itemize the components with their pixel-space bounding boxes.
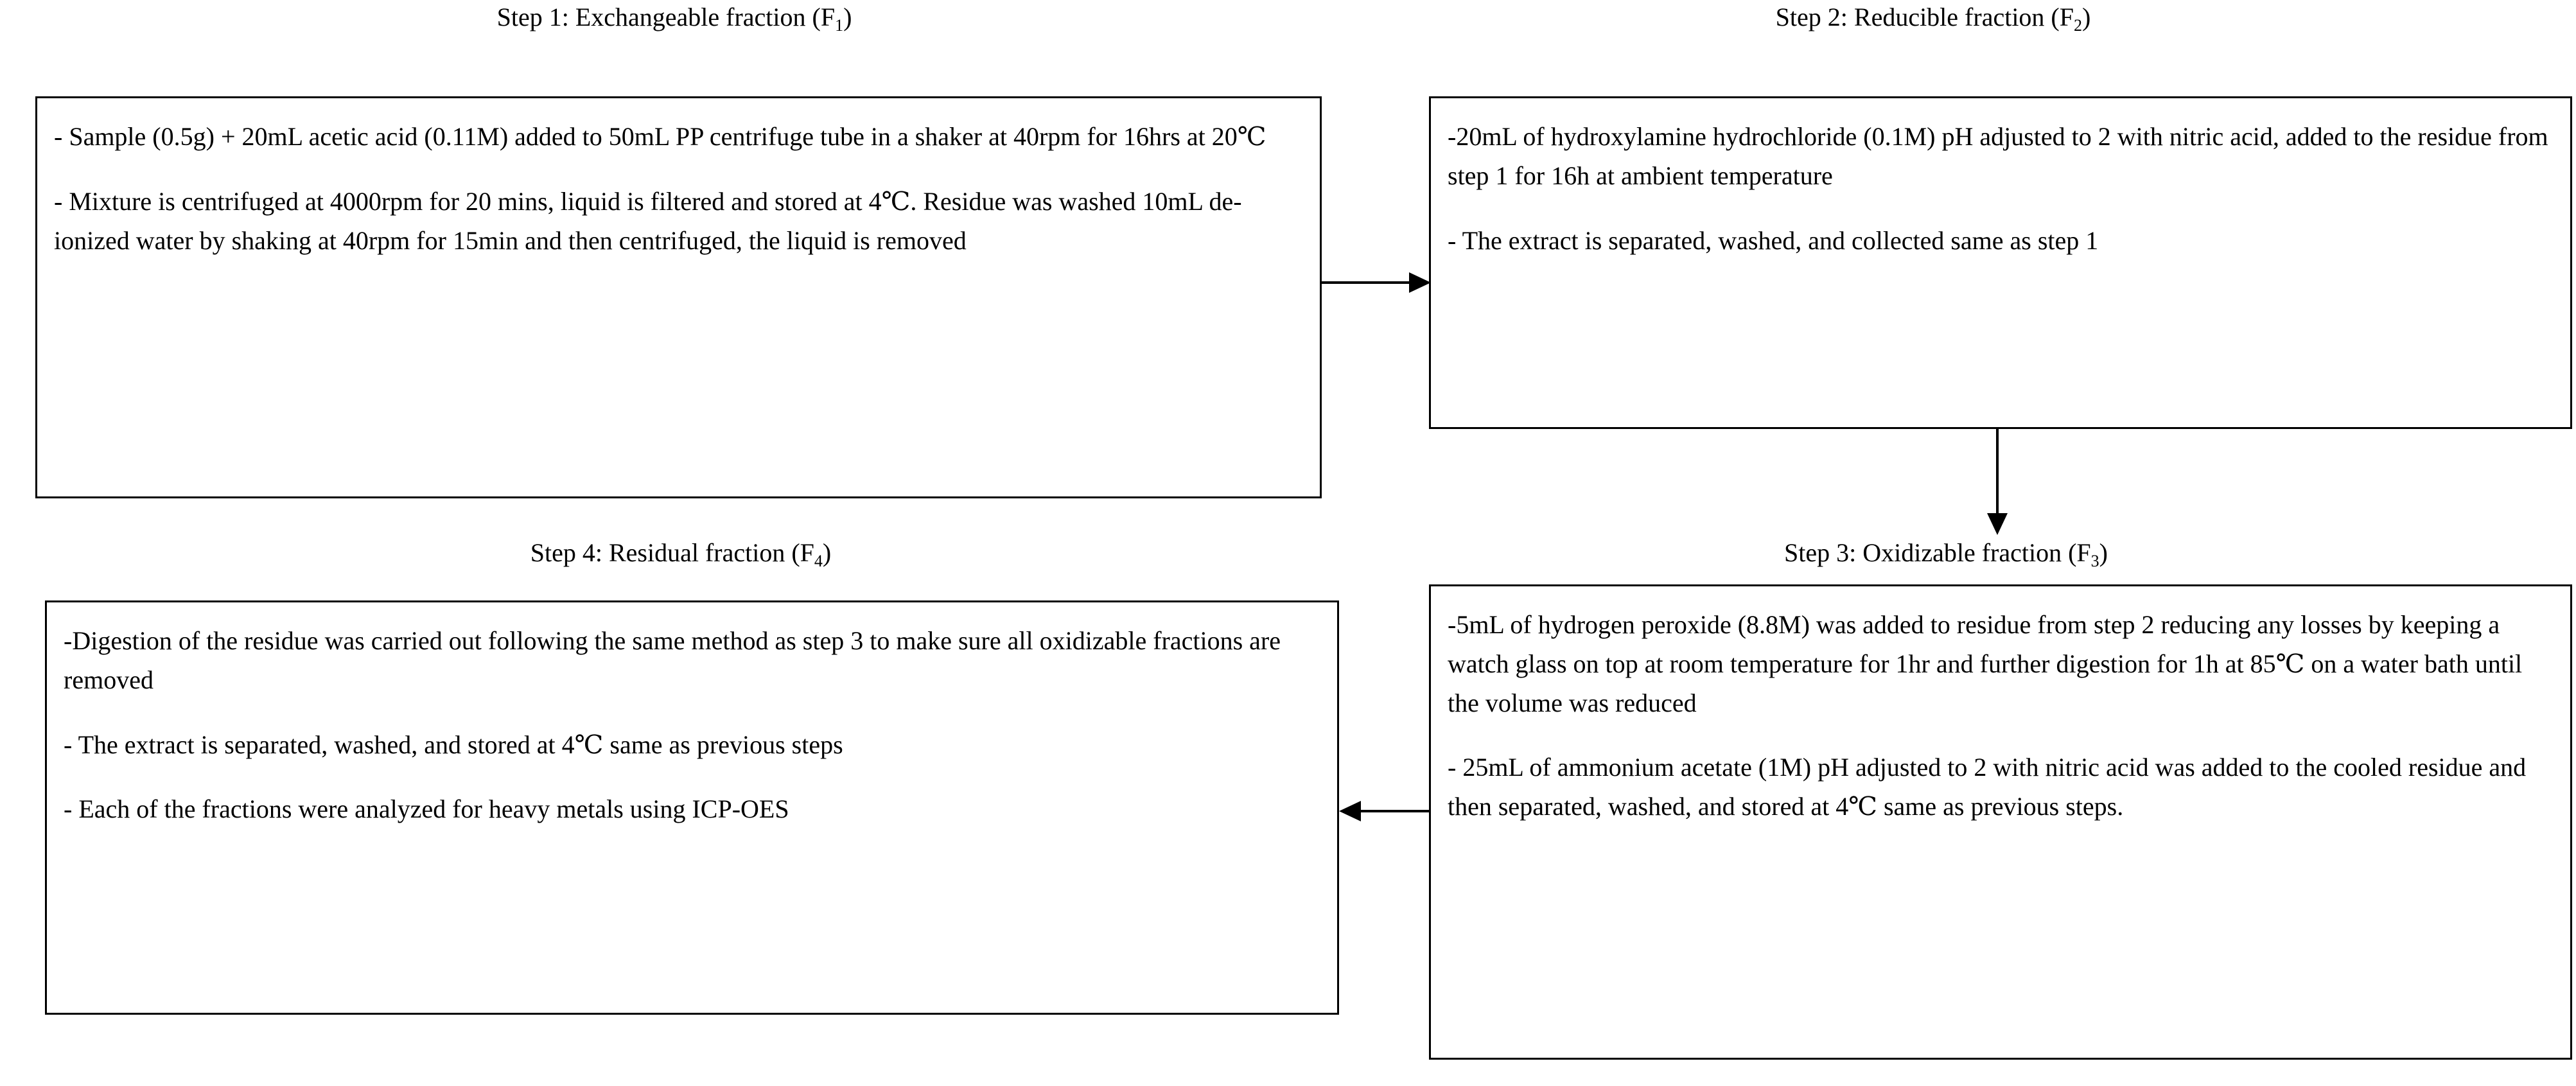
step-2-paragraph-1: -20mL of hydroxylamine hydrochloride (0.… bbox=[1448, 122, 2548, 190]
step-4-title-suffix: ) bbox=[822, 538, 832, 567]
step-1-paragraph-2: - Mixture is centrifuged at 4000rpm for … bbox=[54, 186, 1242, 255]
arrowhead-down-icon bbox=[1987, 513, 2008, 535]
step-2-paragraph-2: - The extract is separated, washed, and … bbox=[1448, 225, 2099, 255]
step-2-box: -20mL of hydroxylamine hydrochloride (0.… bbox=[1429, 96, 2572, 429]
step-3-title-suffix: ) bbox=[2099, 538, 2108, 567]
step-3-title-subscript: 3 bbox=[2090, 552, 2099, 570]
step-1-title-prefix: Step 1: Exchangeable fraction (F bbox=[496, 3, 836, 31]
step-4-paragraph-2: - The extract is separated, washed, and … bbox=[64, 730, 843, 759]
step-4-paragraph-1: -Digestion of the residue was carried ou… bbox=[64, 626, 1281, 694]
arrow-shaft bbox=[1358, 810, 1431, 812]
step-3-paragraph-2: - 25mL of ammonium acetate (1M) pH adjus… bbox=[1448, 753, 2527, 821]
step-2-box-content: -20mL of hydroxylamine hydrochloride (0.… bbox=[1431, 98, 2570, 273]
step-4-paragraph-3: - Each of the fractions were analyzed fo… bbox=[64, 794, 789, 824]
step-4-box-content: -Digestion of the residue was carried ou… bbox=[47, 602, 1337, 842]
arrow-shaft bbox=[1322, 281, 1412, 284]
arrowhead-left-icon bbox=[1339, 801, 1361, 821]
step-2-title-prefix: Step 2: Reducible fraction (F bbox=[1775, 3, 2074, 31]
step-3-paragraph-1: -5mL of hydrogen peroxide (8.8M) was add… bbox=[1448, 610, 2523, 717]
step-3-box-content: -5mL of hydrogen peroxide (8.8M) was add… bbox=[1431, 586, 2570, 839]
step-3-box: -5mL of hydrogen peroxide (8.8M) was add… bbox=[1429, 584, 2572, 1060]
arrow-step3-to-step4 bbox=[1339, 798, 1431, 824]
step-1-title: Step 1: Exchangeable fraction (F1) bbox=[193, 3, 1156, 35]
step-1-box: - Sample (0.5g) + 20mL acetic acid (0.11… bbox=[35, 96, 1322, 498]
step-2-title-suffix: ) bbox=[2082, 3, 2091, 31]
arrow-step1-to-step2 bbox=[1322, 270, 1431, 295]
step-4-title: Step 4: Residual fraction (F4) bbox=[199, 538, 1162, 570]
step-3-title-prefix: Step 3: Oxidizable fraction (F bbox=[1784, 538, 2091, 567]
step-2-title-subscript: 2 bbox=[2074, 16, 2082, 35]
arrow-shaft bbox=[1996, 429, 1999, 517]
step-3-title: Step 3: Oxidizable fraction (F3) bbox=[1464, 538, 2428, 570]
step-4-title-subscript: 4 bbox=[814, 552, 823, 570]
step-2-title: Step 2: Reducible fraction (F2) bbox=[1451, 3, 2415, 35]
step-4-box: -Digestion of the residue was carried ou… bbox=[45, 600, 1339, 1015]
step-4-title-prefix: Step 4: Residual fraction (F bbox=[530, 538, 814, 567]
step-1-title-subscript: 1 bbox=[835, 16, 844, 35]
step-1-title-suffix: ) bbox=[843, 3, 852, 31]
arrowhead-right-icon bbox=[1409, 272, 1431, 293]
step-1-box-content: - Sample (0.5g) + 20mL acetic acid (0.11… bbox=[37, 98, 1320, 273]
arrow-step2-to-step3 bbox=[1985, 429, 2010, 535]
step-1-paragraph-1: - Sample (0.5g) + 20mL acetic acid (0.11… bbox=[54, 122, 1266, 151]
